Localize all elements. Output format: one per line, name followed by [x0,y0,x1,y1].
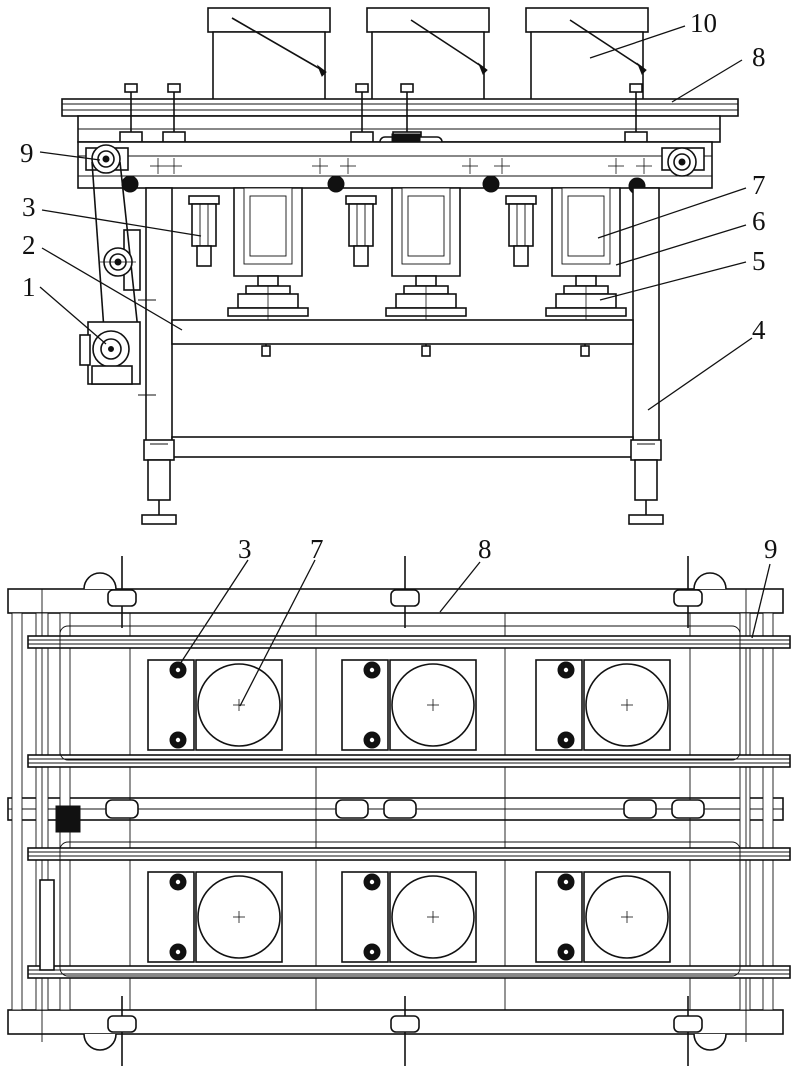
beam-center-marks [150,158,652,174]
lift-cylinders [188,195,537,267]
plan-stations-row-2 [147,871,671,963]
callout-2: 2 [22,230,36,260]
plan-callout-9: 9 [764,534,778,564]
callout-6: 6 [752,206,766,236]
sprocket-left [85,144,129,174]
plan-stations-row-1 [147,659,671,751]
plan-leader-lines [179,559,771,707]
machine-frame [141,187,664,525]
bucket [366,7,490,101]
plan-callout-8: 8 [478,534,492,564]
plan-chains [27,635,791,979]
callout-3: 3 [22,192,36,222]
drive-motor [79,321,141,385]
plan-callout-3: 3 [238,534,252,564]
callout-5: 5 [752,246,766,276]
upper-conveyor-rail [61,98,739,143]
plan-guide-plates [59,625,741,977]
front-leader-lines [39,25,753,411]
callout-10: 10 [690,8,717,38]
plan-view: 3 7 8 9 [7,534,791,1066]
sprocket-right [661,147,705,177]
callout-7: 7 [752,170,766,200]
plan-clamp-screws [83,556,727,1066]
drive-chain [91,161,156,396]
buckets [207,7,649,101]
callout-8: 8 [752,42,766,72]
plan-callout-7: 7 [310,534,324,564]
callout-4: 4 [752,315,766,345]
plan-drive-motor [39,805,81,971]
callout-1: 1 [22,272,36,302]
bucket [207,7,331,101]
callout-9: 9 [20,138,34,168]
main-cross-beam [77,141,713,189]
agitator-units [227,187,627,320]
front-elevation-view: 1 2 3 4 5 6 7 8 9 10 [20,7,766,525]
